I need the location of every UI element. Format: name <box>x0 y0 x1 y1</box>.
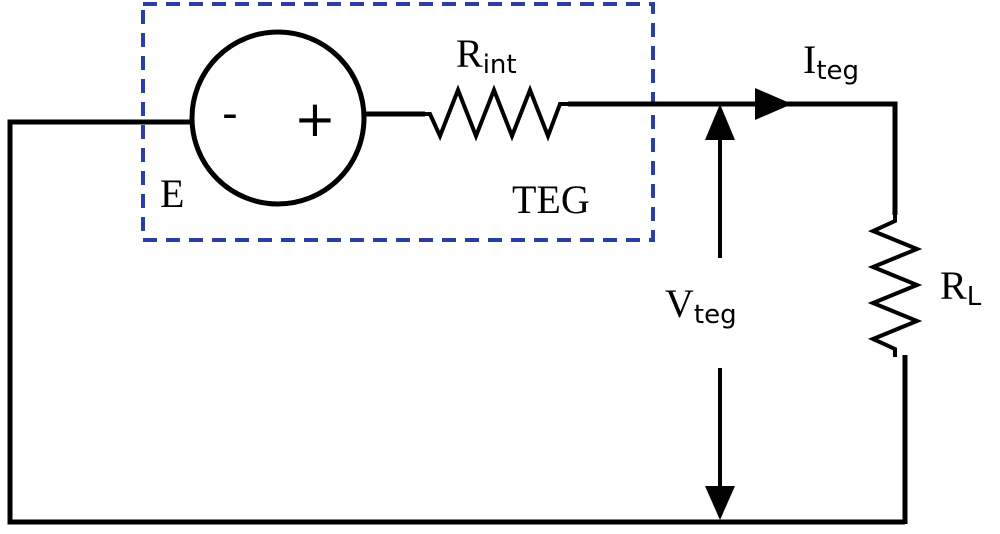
load-resistor-letter: R <box>940 263 967 308</box>
voltage-arrowhead-up <box>705 104 735 140</box>
current-label: Iteg <box>803 37 859 85</box>
voltage-subscript: teg <box>693 300 737 330</box>
source-label: E <box>160 171 185 216</box>
teg-boundary-box <box>141 2 655 242</box>
current-letter: I <box>803 37 817 82</box>
wire-left <box>7 119 905 525</box>
plus-sign: + <box>294 90 336 148</box>
internal-resistor-letter: R <box>456 31 483 76</box>
load-resistor-subscript: L <box>966 282 982 312</box>
current-subscript: teg <box>816 56 860 86</box>
voltage-source <box>189 29 367 207</box>
load-resistor-label: RL <box>940 263 981 311</box>
internal-resistor-subscript: int <box>482 50 517 80</box>
minus-sign: - <box>222 88 238 139</box>
internal-resistor-symbol <box>422 84 570 142</box>
current-arrowhead <box>755 88 792 120</box>
teg-label: TEG <box>512 177 590 222</box>
voltage-label: Vteg <box>665 281 737 329</box>
voltage-letter: V <box>665 281 694 326</box>
internal-resistor-label: Rint <box>456 31 517 79</box>
load-resistor-symbol <box>867 213 923 357</box>
voltage-arrowhead-down <box>705 486 735 520</box>
wire-top-right <box>568 101 898 215</box>
